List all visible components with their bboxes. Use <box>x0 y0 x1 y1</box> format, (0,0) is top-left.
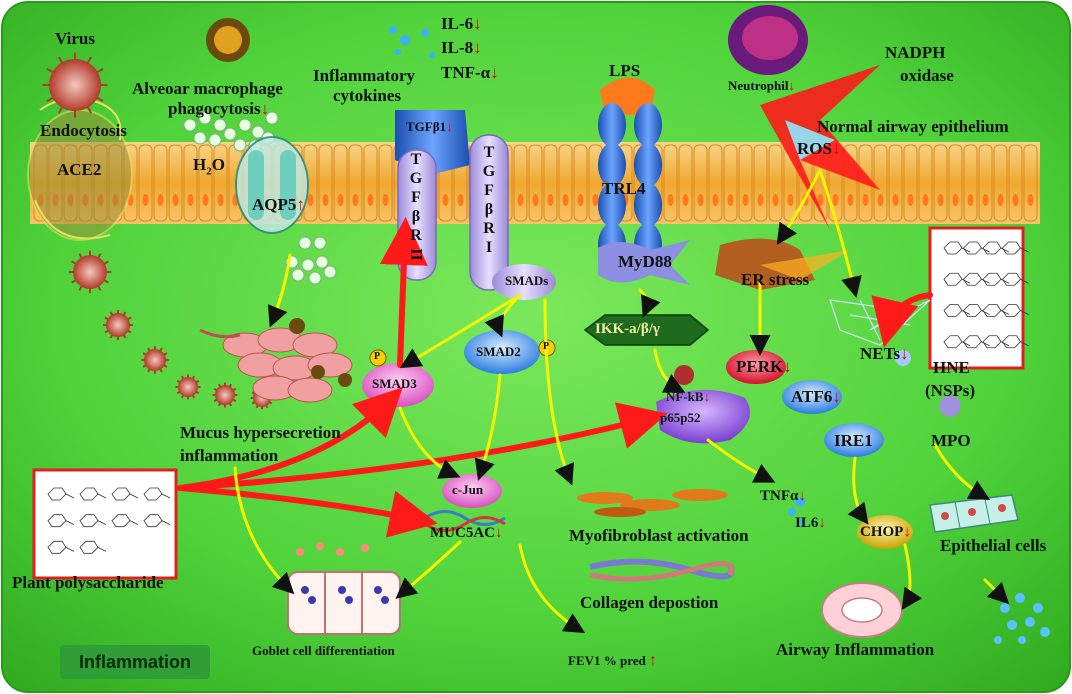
h2o-label: H2O <box>193 155 225 178</box>
il6-label: IL-6↓ <box>441 14 482 33</box>
smad3-phospho-label: P <box>374 351 381 362</box>
aqp5-label: AQP5↑ <box>252 195 305 214</box>
airway-inflammation-label: Airway Inflammation <box>776 640 935 659</box>
atf6-label: ATF6↓ <box>791 387 841 406</box>
nadph-label: NADPH <box>885 43 946 62</box>
trl4-label: TRL4 <box>602 179 646 198</box>
epithelial-cells-label: Epithelial cells <box>940 536 1047 555</box>
mpo-label: MPO <box>931 431 971 450</box>
ace2-label: ACE2 <box>57 160 102 179</box>
fev1-label: FEV1 % pred ↑ <box>568 652 658 669</box>
neutrophil-label: Neutrophil↓ <box>728 78 795 93</box>
lps-label: LPS <box>609 61 641 80</box>
inflammatory-label: Inflammatory <box>313 66 415 85</box>
ikk-label: IKK-a/β/γ <box>595 321 660 337</box>
p65p52-label: p65p52 <box>660 410 701 425</box>
endocytosis-label: Endocytosis <box>40 121 127 140</box>
perk-label: PERK↓ <box>736 357 792 376</box>
inflammation-label: inflammation <box>180 446 279 465</box>
oxidase-label: oxidase <box>900 66 954 85</box>
nfkb-label: NF-kB↓ <box>666 389 711 404</box>
tgfb1-label: TGFβ1↓ <box>406 119 453 134</box>
nsps-label: (NSPs) <box>925 381 976 400</box>
chop-label: CHOP↓ <box>860 524 911 540</box>
smad2-label: SMAD2 <box>476 344 521 359</box>
muc5ac-label: MUC5AC↓ <box>430 525 503 541</box>
nets-label: NETs↓ <box>860 344 909 363</box>
ire1-label: IRE1 <box>834 431 873 450</box>
mucus-hypersecretion-label: Mucus hypersecretion <box>180 423 341 442</box>
inflammation-box: Inflammation <box>60 645 210 679</box>
tnfa-mid-label: TNFα↓ <box>760 488 806 504</box>
myd88-label: MyD88 <box>618 252 672 271</box>
il6-mid-label: IL6↓ <box>795 515 826 531</box>
cytokines-label: cytokines <box>333 86 401 105</box>
alveolar-macrophage-label: Alveoar macrophage <box>132 79 283 98</box>
er-stress-label: ER stress <box>741 270 810 289</box>
ros-label: ROS↓ <box>797 139 841 158</box>
myofibroblast-label: Myofibroblast activation <box>569 526 749 545</box>
collagen-label: Collagen depostion <box>580 593 719 612</box>
tnfa-top-label: TNF-α↓ <box>441 63 499 82</box>
cjun-label: c-Jun <box>452 482 484 497</box>
smad2-phospho-label: P <box>543 341 550 352</box>
inflammation-box-label: Inflammation <box>78 651 191 672</box>
il8-label: IL-8↓ <box>441 38 482 57</box>
virus-label: Virus <box>55 29 95 48</box>
plant-polysaccharide-label: Plant polysaccharide <box>12 573 164 592</box>
phagocytosis-label: phagocytosis↓ <box>168 99 270 118</box>
smad3-label: SMAD3 <box>372 376 417 391</box>
smads-label: SMADs <box>505 273 549 288</box>
goblet-cell-label: Goblet cell differentiation <box>252 643 395 658</box>
normal-airway-label: Normal airway epithelium <box>817 117 1009 136</box>
hne-label: HNE <box>933 358 970 377</box>
